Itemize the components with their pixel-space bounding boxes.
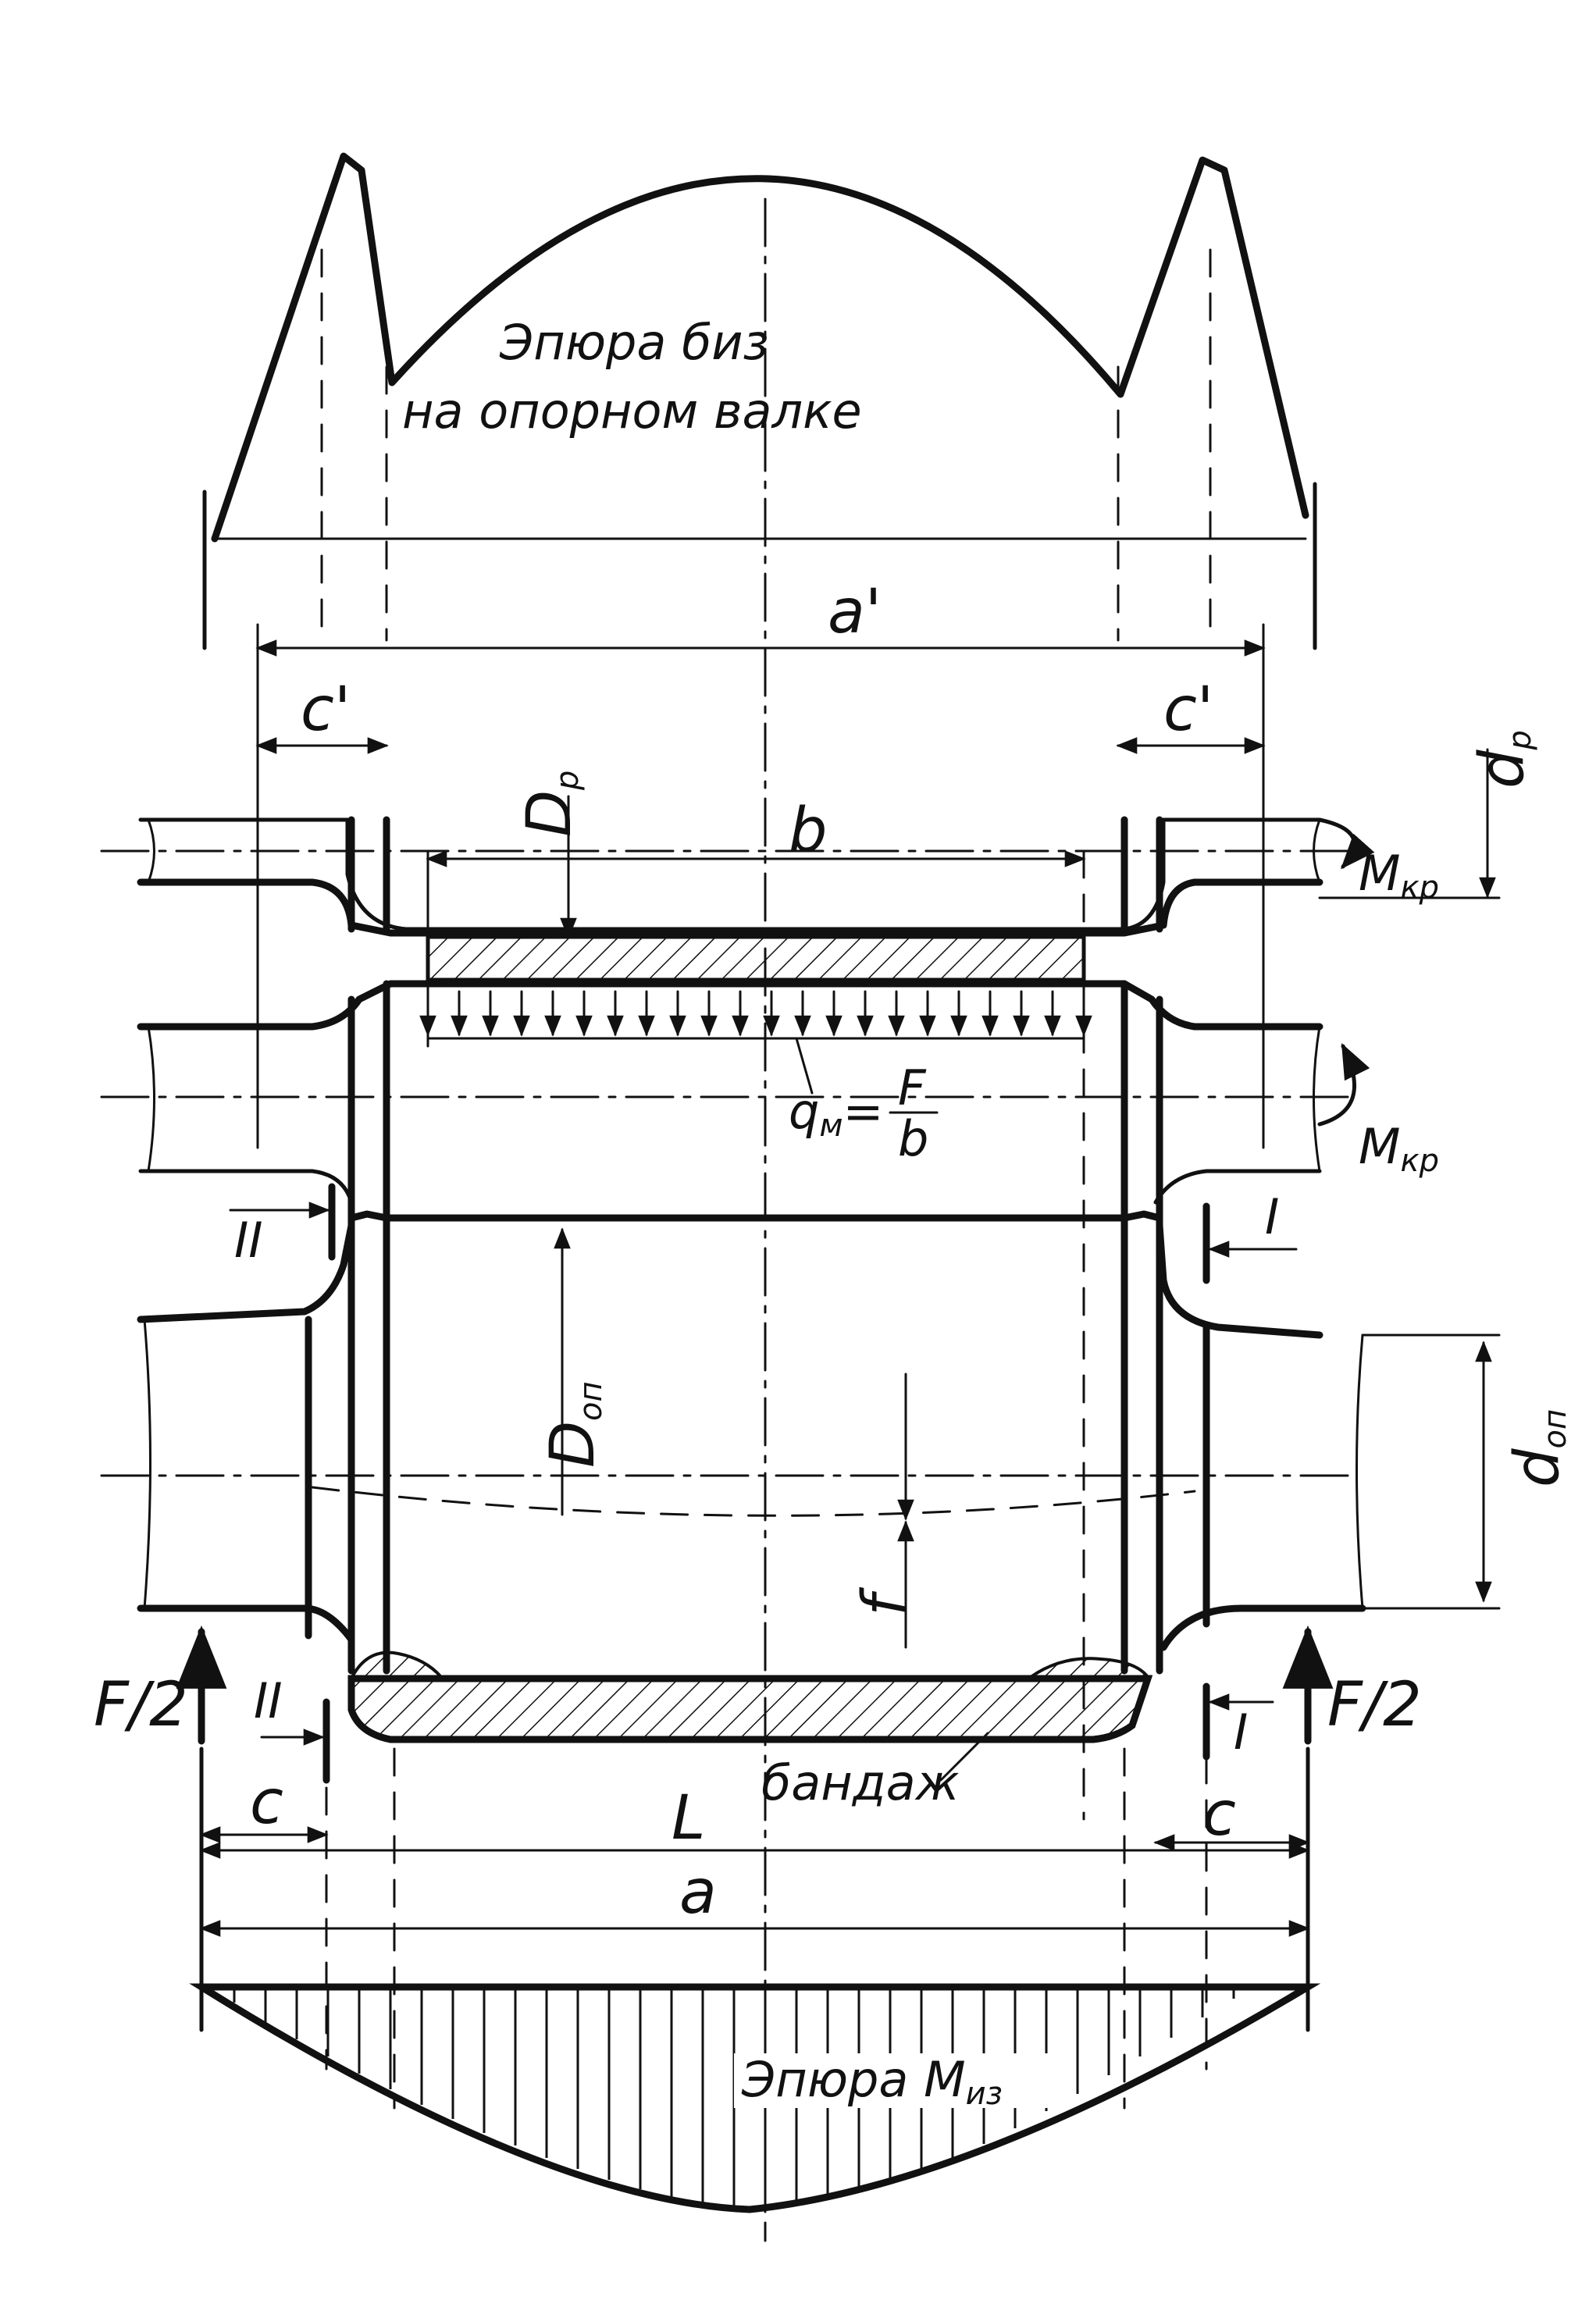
epure-sigma-title: Эпюра биз [499,314,769,371]
label-q-numerator: F [898,1059,927,1116]
dim-c-prime-left: c' [301,675,351,745]
moment-epure-label-bg [734,2053,1062,2108]
dim-c-right: c [1202,1779,1236,1850]
moment-epure [189,1983,1321,2213]
label-q: qм= [789,1083,884,1144]
label-bandage: бандаж [761,1754,960,1811]
contact-strip [426,935,1086,982]
dim-L: L [672,1783,705,1853]
label-section-I-lower: I [1234,1704,1248,1761]
label-D-op: Dоп [538,1381,609,1468]
epure-sigma-subtitle: на опорном валке [402,383,862,440]
stress-epure [202,152,1317,650]
label-q-denominator: b [898,1110,928,1167]
label-f: f [850,1586,921,1616]
work-roll [100,816,1352,937]
dim-c-prime-right: c' [1163,675,1213,745]
label-F2-right: F/2 [1327,1670,1422,1740]
backup-roll-neck [100,1222,1366,1651]
label-M-kr-top: Mкр [1359,845,1439,906]
label-section-I-upper: I [1265,1188,1279,1245]
dim-a-prime: a' [828,577,882,647]
dim-c-left: c [250,1768,283,1838]
label-epure-M: Эпюра Mиз [741,2051,1003,2112]
dim-b: b [789,796,828,866]
distributed-load [419,990,1092,1095]
label-section-II-upper: II [234,1212,263,1269]
backup-roll [100,980,1352,1675]
label-D-p: Dр [515,771,586,837]
label-M-kr-mid: Mкр [1359,1118,1439,1179]
label-d-p: dр [1467,730,1538,789]
label-section-II-lower: II [254,1672,283,1729]
dim-a: a [679,1857,717,1928]
label-d-op: dоп [1502,1409,1573,1487]
label-F2-left: F/2 [94,1670,188,1740]
bandage [347,1650,1153,1782]
